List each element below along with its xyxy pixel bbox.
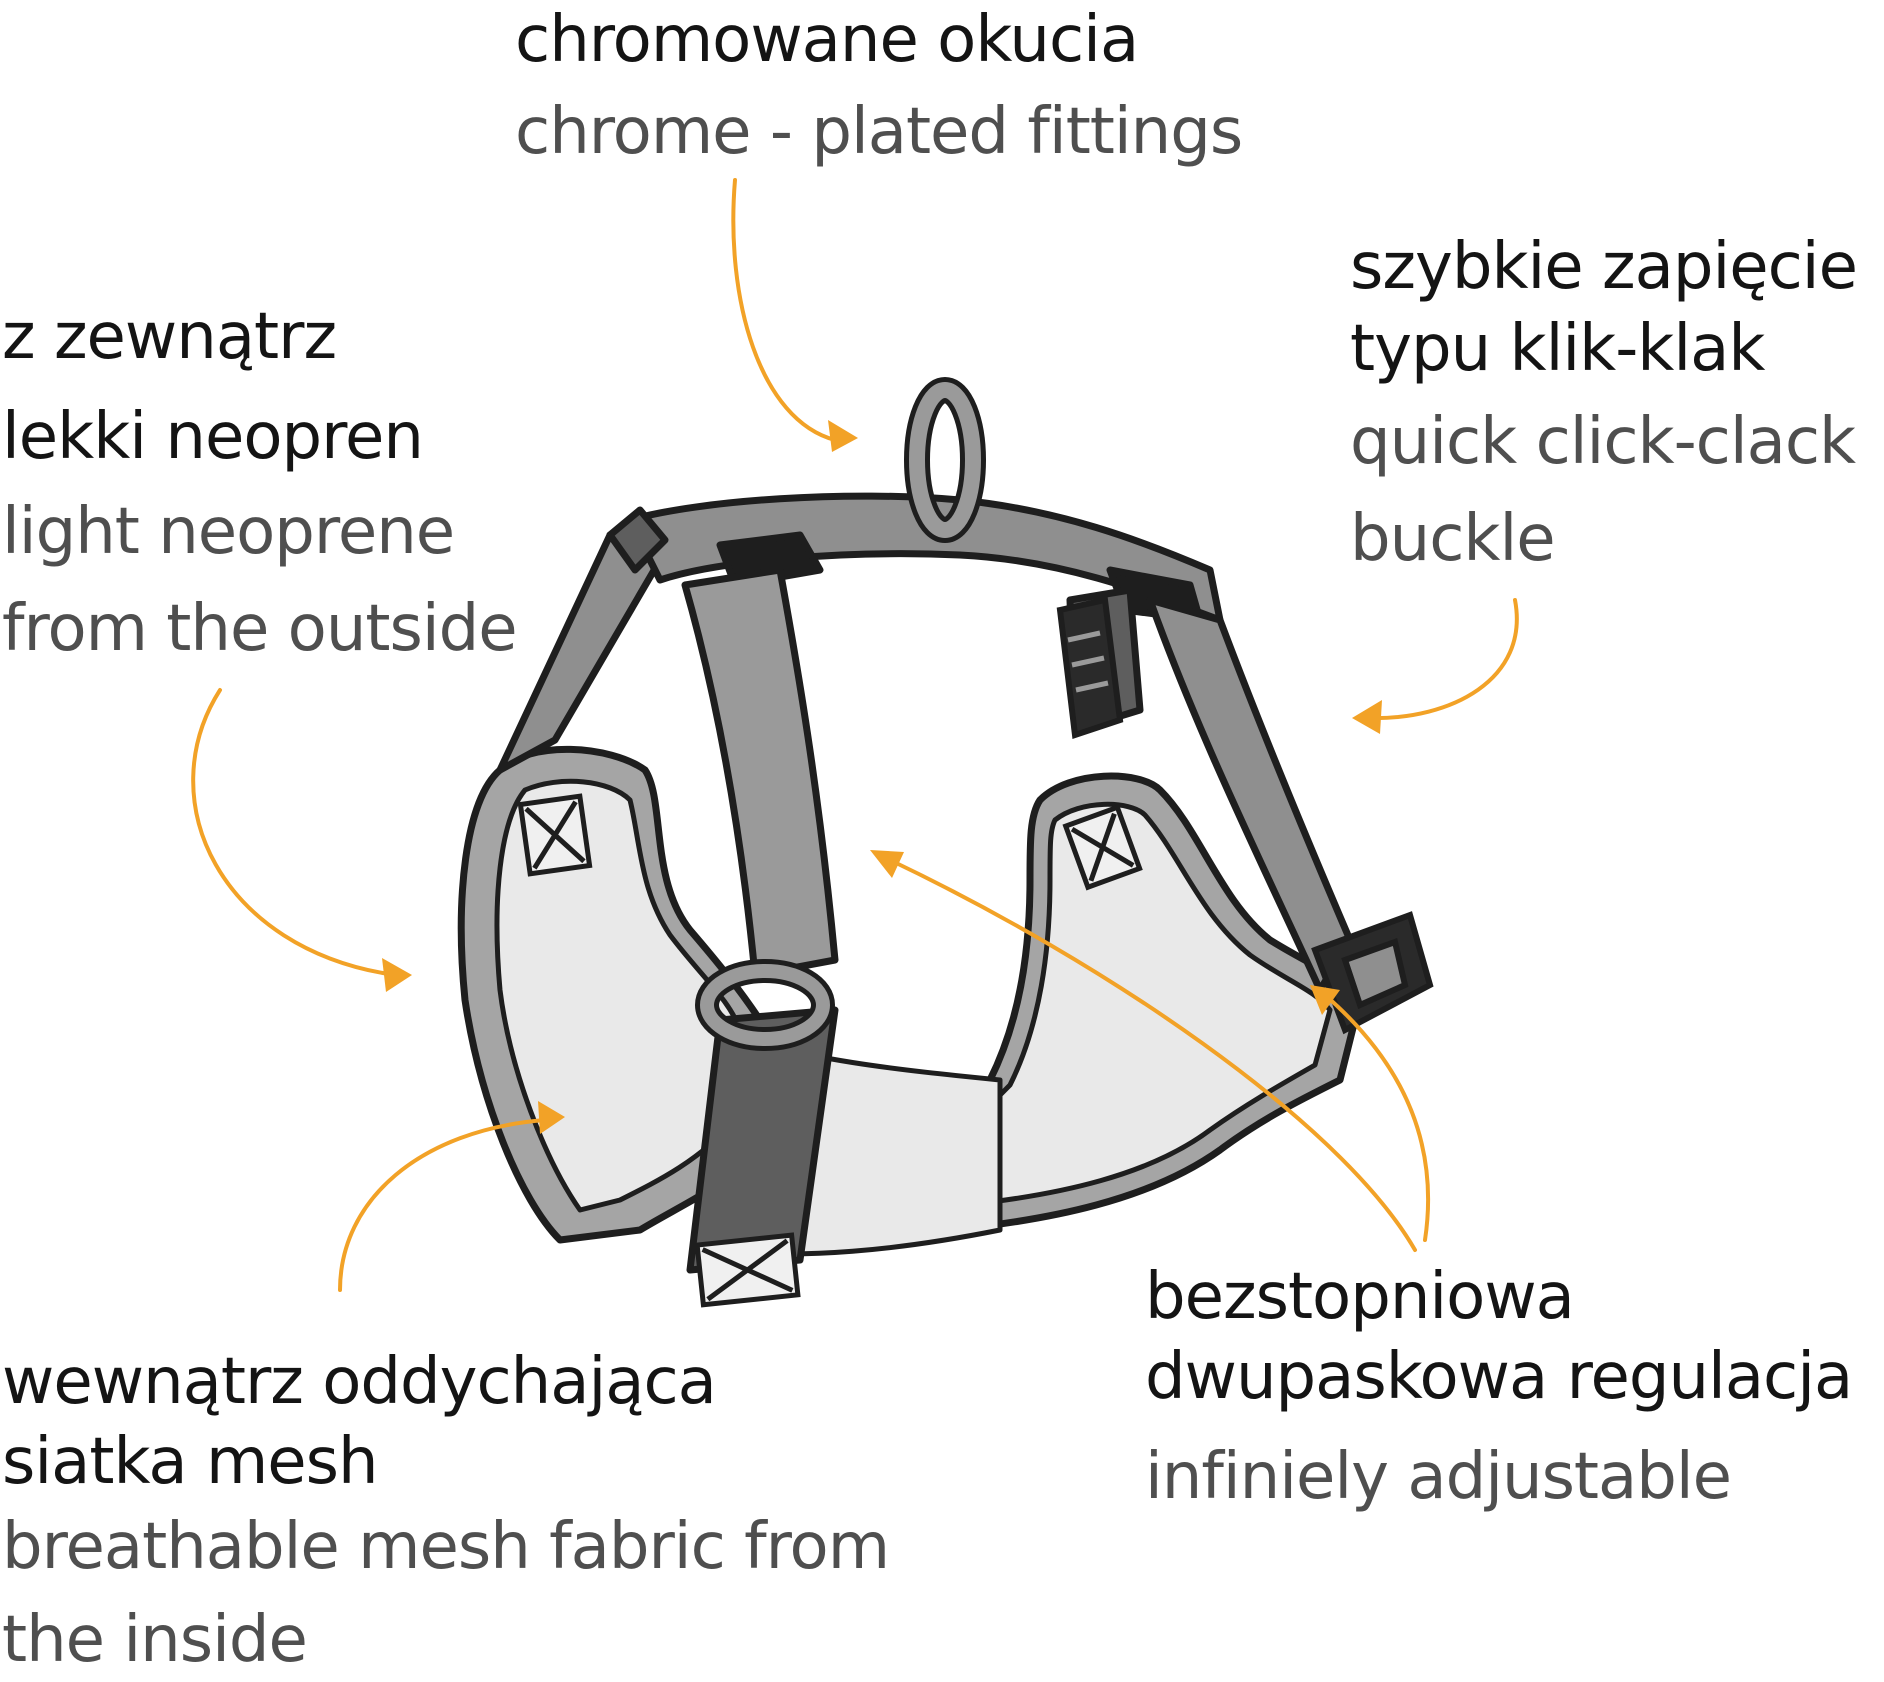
- label-buckle-en-2: buckle: [1350, 502, 1556, 576]
- label-fittings: chromowane okucia chrome - plated fittin…: [515, 8, 1315, 178]
- label-mesh: wewnątrz oddychająca siatka mesh breatha…: [2, 1350, 952, 1680]
- label-fittings-pl: chromowane okucia: [515, 3, 1139, 77]
- arrow-icon: [191, 688, 397, 977]
- label-adjustable: bezstopniowa dwupaskowa regulacja infini…: [1145, 1265, 1880, 1525]
- right-mesh: [912, 801, 1333, 1208]
- label-neoprene-pl-1: z zewnątrz: [2, 300, 337, 374]
- label-neoprene-en-1: light neoprene: [2, 495, 455, 569]
- label-fittings-en: chrome - plated fittings: [515, 95, 1243, 169]
- buckle-icon: [1056, 596, 1124, 740]
- arrow-icon: [888, 858, 1417, 1252]
- label-mesh-pl-2: siatka mesh: [2, 1425, 379, 1499]
- front-strap: [681, 566, 839, 979]
- label-neoprene-en-2: from the outside: [2, 592, 518, 666]
- lower-dark-strap: [686, 1006, 839, 1274]
- label-buckle-en-1: quick click-clack: [1350, 405, 1856, 479]
- top-band: [626, 492, 1224, 624]
- label-adjustable-pl-1: bezstopniowa: [1145, 1260, 1575, 1334]
- left-strap-tab: [606, 506, 669, 574]
- label-adjustable-en-1: infiniely adjustable: [1145, 1440, 1732, 1514]
- arrow-icon: [338, 1118, 547, 1292]
- label-adjustable-pl-2: dwupaskowa regulacja: [1145, 1340, 1853, 1414]
- label-mesh-pl-1: wewnątrz oddychająca: [2, 1345, 717, 1419]
- label-neoprene-pl-2: lekki neopren: [2, 400, 424, 474]
- label-neoprene: z zewnątrz lekki neopren light neoprene …: [2, 305, 562, 665]
- label-buckle-pl-2: typu klik-klak: [1350, 312, 1765, 386]
- label-buckle-pl-1: szybkie zapięcie: [1350, 230, 1858, 304]
- label-mesh-en-1: breathable mesh fabric from: [2, 1510, 890, 1584]
- arrow-icon: [1368, 598, 1519, 721]
- arrow-icon: [731, 178, 837, 442]
- label-mesh-en-2: the inside: [2, 1603, 308, 1677]
- label-buckle: szybkie zapięcie typu klik-klak quick cl…: [1350, 235, 1880, 585]
- arrow-icon: [1323, 993, 1431, 1242]
